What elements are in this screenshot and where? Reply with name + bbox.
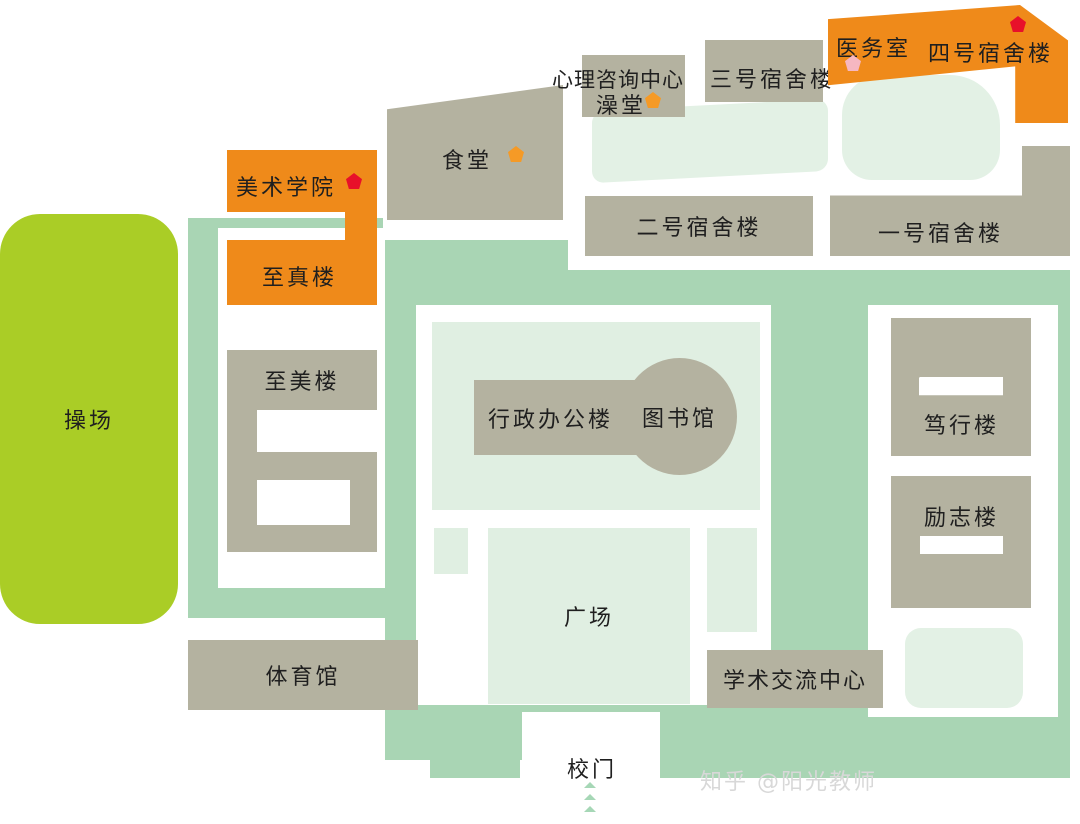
gate-label: 校门	[567, 758, 618, 783]
art-school-marker	[346, 173, 362, 189]
square-east-lawn	[707, 528, 757, 632]
dorm3-label: 三号宿舍楼	[710, 68, 836, 93]
duxing-label: 笃行楼	[924, 414, 1000, 439]
academic-center-building: 学术交流中心	[707, 650, 883, 708]
gate-arrow-2	[584, 794, 596, 800]
dorm2-label: 二号宿舍楼	[636, 216, 762, 241]
dorm2-building: 二号宿舍楼	[585, 196, 813, 256]
library-building: 图书馆	[622, 358, 737, 475]
playground: 操场	[0, 214, 178, 624]
admin-label: 行政办公楼	[488, 407, 614, 433]
bathhouse-marker	[645, 92, 661, 108]
dorm4-label: 四号宿舍楼	[928, 42, 1054, 67]
counseling-label: 心理咨询中心	[552, 68, 684, 92]
zhimei-building-connector	[227, 410, 257, 452]
zhizhen-label: 至真楼	[262, 266, 338, 291]
gym-label: 体育馆	[265, 665, 341, 690]
library-label: 图书馆	[641, 406, 717, 432]
art-school-label: 美术学院	[236, 176, 337, 201]
canteen-marker	[508, 146, 524, 162]
square-west-lawn	[434, 528, 468, 574]
watermark: 知乎 @阳光教师	[700, 770, 877, 795]
clinic-marker	[845, 55, 861, 71]
bathhouse-building	[582, 55, 685, 117]
path-west-vertical	[188, 218, 218, 618]
duxing-courtyard	[920, 377, 1003, 395]
dorm3-building	[705, 40, 823, 102]
lizhi-label: 励志楼	[924, 506, 1000, 531]
zhimei-courtyard	[257, 480, 350, 525]
dorm-lawn-east	[842, 75, 1000, 180]
zhizhen-building	[227, 240, 377, 305]
gym-building: 体育馆	[188, 640, 418, 710]
square-label: 广场	[563, 606, 614, 631]
east-garden	[905, 628, 1023, 708]
path-northwest-border	[188, 218, 383, 228]
gate-arrow-1	[584, 782, 596, 788]
bathhouse-label: 澡堂	[596, 94, 647, 119]
clinic-label: 医务室	[836, 37, 912, 62]
dorm4-marker	[1010, 16, 1026, 32]
zhimei-building-top: 至美楼	[227, 350, 377, 410]
canteen-building	[387, 85, 563, 220]
gate-arrow-3	[584, 806, 596, 812]
lizhi-courtyard	[920, 536, 1003, 554]
zhimei-label: 至美楼	[264, 370, 340, 395]
academic-center-label: 学术交流中心	[722, 669, 867, 694]
gate-entrance	[522, 712, 660, 824]
dorm1-label: 一号宿舍楼	[878, 222, 1004, 247]
playground-label: 操场	[63, 409, 114, 434]
canteen-label: 食堂	[442, 149, 493, 174]
square-area: 广场	[488, 528, 690, 704]
